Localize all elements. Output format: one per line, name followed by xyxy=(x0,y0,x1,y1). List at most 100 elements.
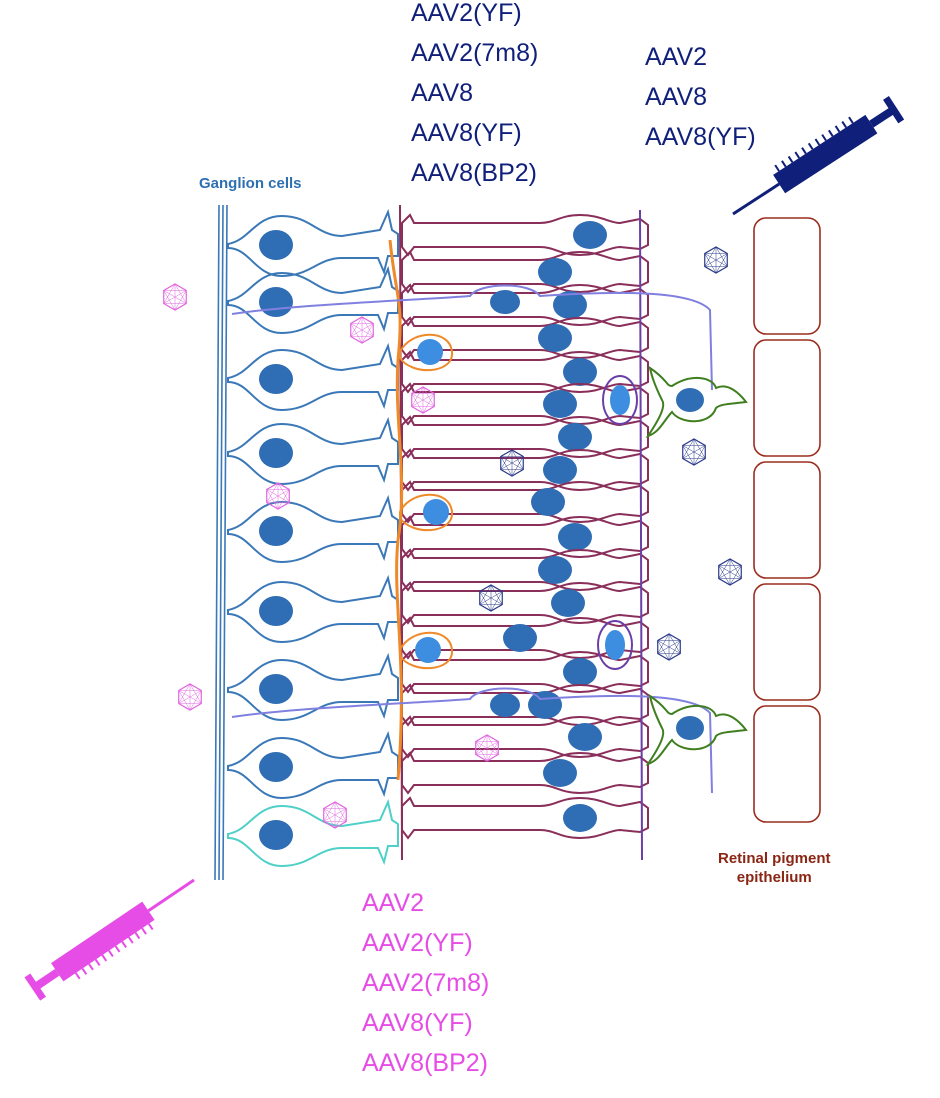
syringe-plunger xyxy=(869,107,895,128)
photoreceptor-cell xyxy=(401,616,649,660)
syringe-tick xyxy=(101,954,108,962)
photoreceptor-body xyxy=(401,616,649,660)
nucleus xyxy=(543,390,577,418)
photoreceptor-cell xyxy=(401,382,649,426)
nucleus xyxy=(503,624,537,652)
photoreceptor-cell xyxy=(401,515,649,559)
capsid-edge xyxy=(163,290,187,304)
serotype-label: AAV2 xyxy=(362,889,425,917)
nucleus xyxy=(423,499,449,525)
microglia-body xyxy=(645,365,748,438)
serotype-label: AAV2(7m8) xyxy=(362,969,490,997)
capsid-edge xyxy=(500,449,513,470)
ganglion-cells-label: Ganglion cells xyxy=(199,175,302,192)
rpe-cell xyxy=(753,339,821,457)
aav-capsid-icon xyxy=(475,734,499,762)
syringe-tick xyxy=(128,936,134,944)
nucleus xyxy=(676,716,704,740)
photoreceptor-body xyxy=(401,250,649,294)
amacrine-body xyxy=(399,333,454,371)
muller-body xyxy=(597,620,633,670)
muller-cell xyxy=(602,375,638,425)
serotype-label: AAV8 xyxy=(411,79,474,107)
photoreceptor-body xyxy=(401,581,649,625)
muller-fiber xyxy=(639,209,643,861)
ganglion-cell xyxy=(227,494,399,564)
amacrine-body xyxy=(399,493,454,532)
capsid-edge xyxy=(334,808,347,829)
syringe-thumb xyxy=(883,96,905,124)
ganglion-cell xyxy=(227,652,399,722)
syringe-tick xyxy=(787,155,794,163)
rpe-cell xyxy=(753,583,821,701)
aav-particles xyxy=(163,246,742,829)
photoreceptor-cell xyxy=(401,796,649,840)
nucleus xyxy=(551,589,585,617)
muller-cell xyxy=(597,620,633,670)
capsid-edge xyxy=(479,591,503,605)
photoreceptor-cell xyxy=(401,283,649,327)
ganglion-cell-body xyxy=(227,342,399,412)
capsid-edge xyxy=(715,253,728,274)
syringe-tick xyxy=(94,959,101,966)
nucleus xyxy=(259,516,293,546)
nucleus xyxy=(259,752,293,782)
capsid-edge xyxy=(163,283,176,304)
serotype-label: AAV2(YF) xyxy=(411,0,522,27)
syringe-tick xyxy=(774,164,780,172)
capsid-edge xyxy=(511,456,524,477)
capsid-edge xyxy=(411,393,435,407)
photoreceptor-cell xyxy=(401,650,649,694)
rpe-layer xyxy=(753,217,821,823)
syringe-plunger xyxy=(34,968,60,990)
capsid-edge xyxy=(350,323,374,337)
aav-capsid-icon xyxy=(163,283,187,311)
syringe-tick xyxy=(88,963,94,971)
syringe-tick xyxy=(814,138,821,146)
rpe-label-line: Retinal pigment xyxy=(718,850,831,867)
nucleus xyxy=(259,820,293,850)
syringe-tick xyxy=(134,932,141,940)
ganglion-cell xyxy=(227,574,399,644)
nucleus xyxy=(490,693,520,717)
capsid-edge xyxy=(718,565,742,579)
nucleus xyxy=(573,221,607,249)
rpe-cell xyxy=(753,461,821,579)
rpe-cell xyxy=(753,217,821,335)
photoreceptor-cell xyxy=(401,715,649,759)
syringe-tick xyxy=(81,967,88,975)
muller-body xyxy=(602,375,638,425)
capsid-edge xyxy=(682,438,695,459)
aav-capsid-icon xyxy=(682,438,706,466)
intravitreal-syringe-icon xyxy=(24,878,195,1001)
ganglion-cell xyxy=(227,798,399,868)
rpe-label: Retinal pigment epithelium xyxy=(718,849,831,887)
photoreceptor-cell xyxy=(401,316,649,360)
nucleus xyxy=(259,438,293,468)
photoreceptor-body xyxy=(401,715,649,759)
aav-capsid-icon xyxy=(718,558,742,586)
capsid-edge xyxy=(411,386,424,407)
microglia-body xyxy=(645,693,748,766)
syringe-needle xyxy=(147,878,195,912)
serotype-label: AAV2(YF) xyxy=(362,929,473,957)
nucleus xyxy=(259,596,293,626)
capsid-edge xyxy=(486,741,499,762)
capsid-edge xyxy=(266,489,290,503)
nucleus xyxy=(605,630,625,660)
ganglion-cell-body xyxy=(227,730,399,800)
syringe-needle xyxy=(732,182,780,216)
nucleus xyxy=(417,339,443,365)
syringe-tick xyxy=(114,945,121,953)
syringe-tick xyxy=(807,142,814,150)
capsid-edge xyxy=(178,690,202,704)
aav-capsid-icon xyxy=(323,801,347,829)
photoreceptor-cell xyxy=(401,448,649,492)
nucleus xyxy=(543,456,577,484)
syringe-tick xyxy=(801,147,807,155)
ganglion-cell xyxy=(227,208,399,278)
photoreceptor-cell xyxy=(401,581,649,625)
syringe-barrel xyxy=(773,114,878,194)
nucleus xyxy=(415,637,441,663)
